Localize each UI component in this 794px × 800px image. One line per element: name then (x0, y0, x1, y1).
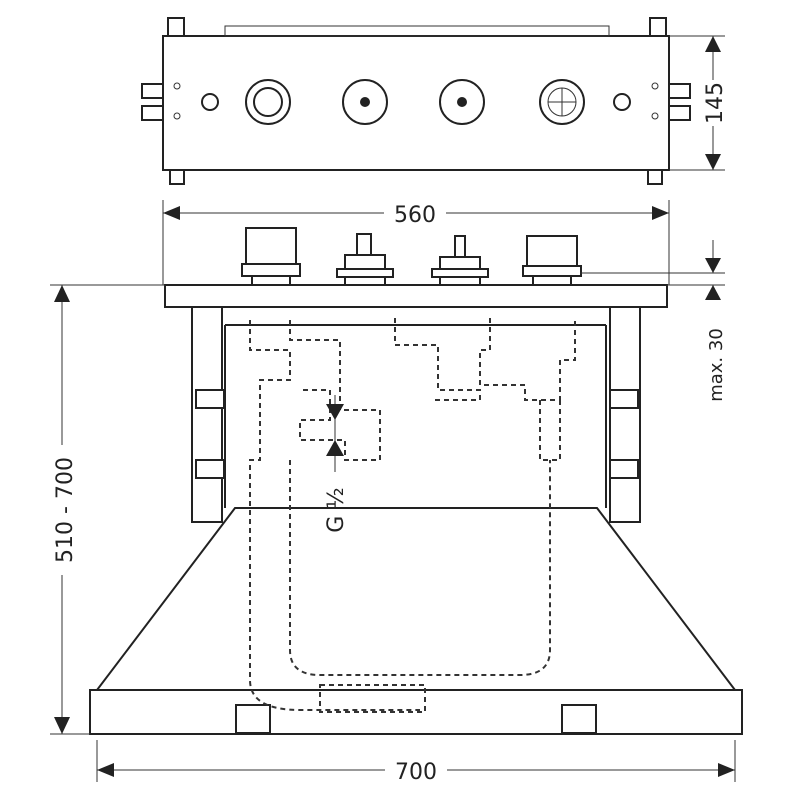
top-view (141, 17, 691, 185)
dim-560: 560 (394, 203, 436, 228)
dim-145: 145 (703, 82, 728, 124)
dim-thread: G ½ (324, 487, 349, 532)
dim-510-700: 510 - 700 (53, 457, 78, 563)
dim-700: 700 (395, 760, 437, 785)
dim-max-30: max. 30 (706, 328, 727, 402)
side-view (89, 227, 743, 735)
